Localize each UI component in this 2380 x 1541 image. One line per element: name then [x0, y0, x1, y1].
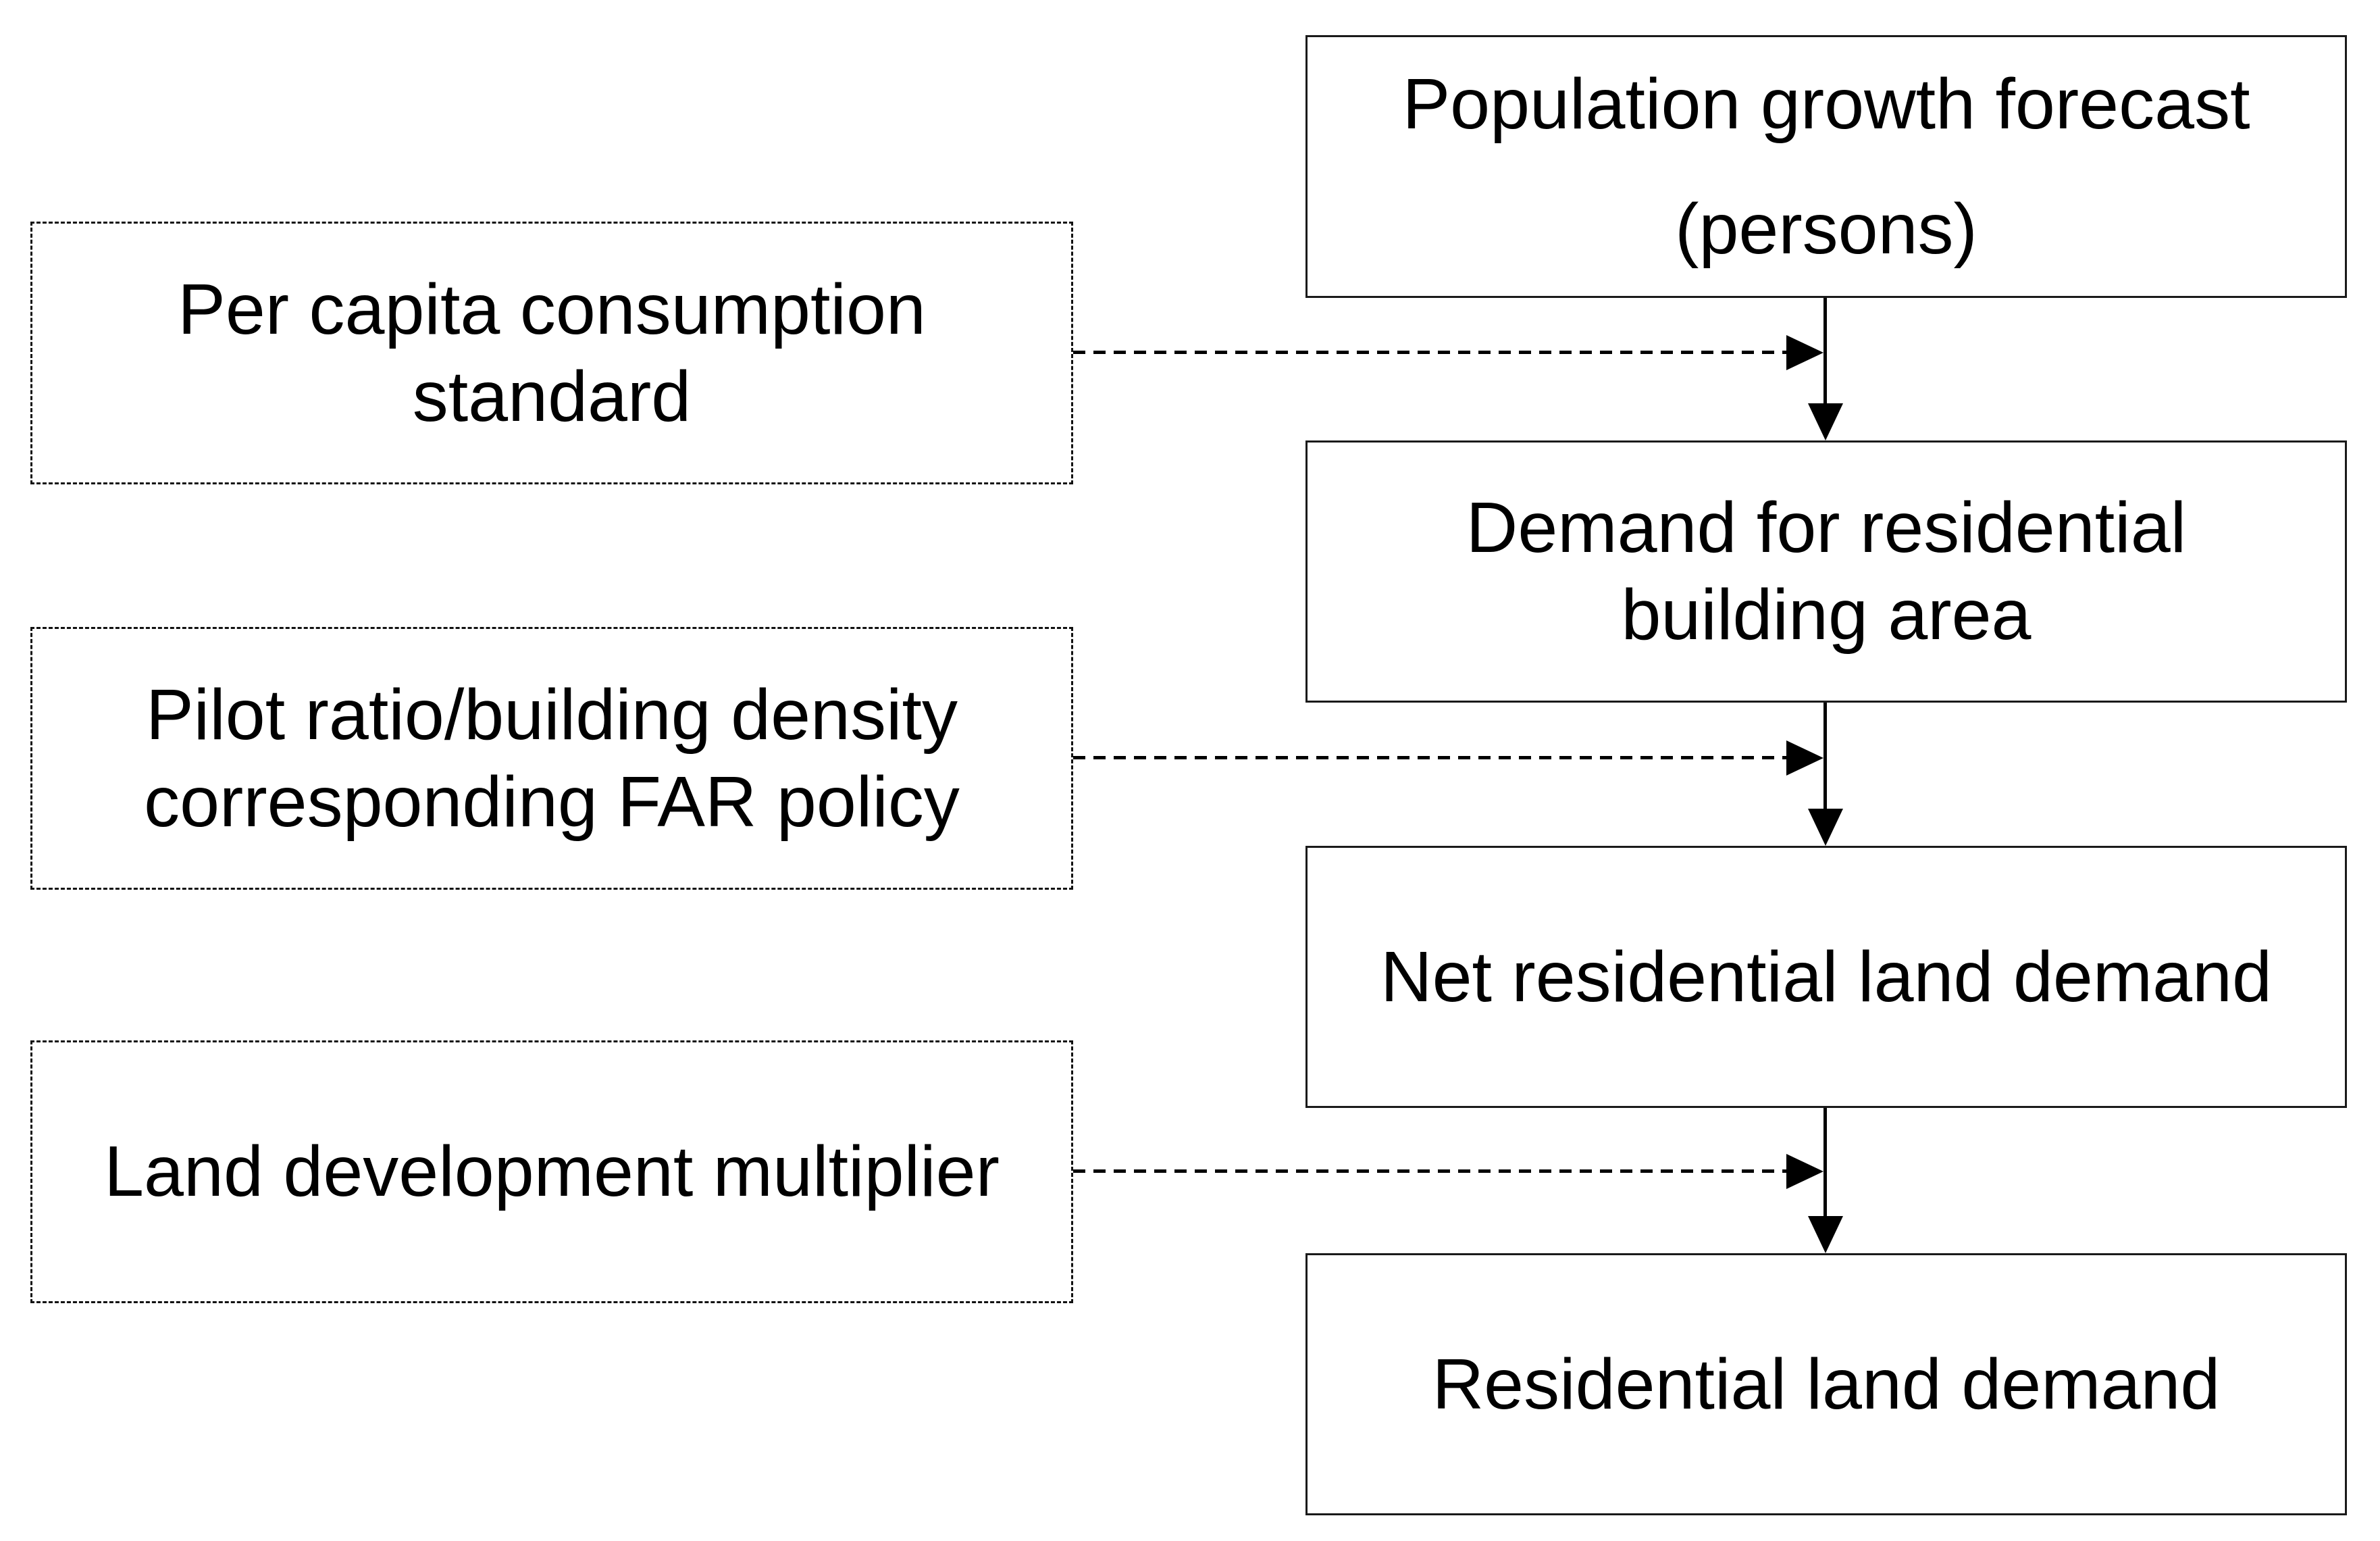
- input-box-per-capita-consumption-standard: Per capita consumption standard: [30, 222, 1073, 484]
- box-label-line: Net residential land demand: [1380, 936, 2272, 1017]
- dashed-connector-line: [1073, 756, 1788, 759]
- solid-connector-line: [1823, 298, 1827, 406]
- box-label-line: Land development multiplier: [104, 1132, 1000, 1212]
- box-label-line: Residential land demand: [1432, 1344, 2221, 1424]
- arrowhead-down-icon: [1808, 809, 1843, 846]
- flow-box-net-residential-land-demand: Net residential land demand: [1305, 846, 2347, 1108]
- box-label-line: building area: [1621, 575, 2032, 655]
- box-label-line: Demand for residential: [1466, 488, 2187, 568]
- flow-box-demand-residential-building-area: Demand for residential building area: [1305, 440, 2347, 703]
- box-label-line: Pilot ratio/building density: [145, 674, 958, 755]
- box-label-line: corresponding FAR policy: [144, 761, 960, 842]
- flow-box-residential-land-demand: Residential land demand: [1305, 1253, 2347, 1515]
- flow-box-population-growth-forecast: Population growth forecast (persons): [1305, 35, 2347, 298]
- arrowhead-right-icon: [1786, 1154, 1823, 1189]
- box-label-line: Per capita consumption: [178, 269, 926, 349]
- box-label-line: Population growth forecast: [1402, 64, 2250, 144]
- arrowhead-down-icon: [1808, 1216, 1843, 1253]
- dashed-connector-line: [1073, 351, 1788, 354]
- dashed-connector-line: [1073, 1169, 1788, 1173]
- arrowhead-right-icon: [1786, 335, 1823, 370]
- arrowhead-down-icon: [1808, 403, 1843, 440]
- arrowhead-right-icon: [1786, 740, 1823, 776]
- input-box-pilot-ratio-far-policy: Pilot ratio/building density correspondi…: [30, 627, 1073, 890]
- solid-connector-line: [1823, 703, 1827, 811]
- box-label-line: standard: [412, 356, 692, 436]
- input-box-land-development-multiplier: Land development multiplier: [30, 1040, 1073, 1303]
- box-label-line: (persons): [1675, 188, 1977, 269]
- solid-connector-line: [1823, 1108, 1827, 1218]
